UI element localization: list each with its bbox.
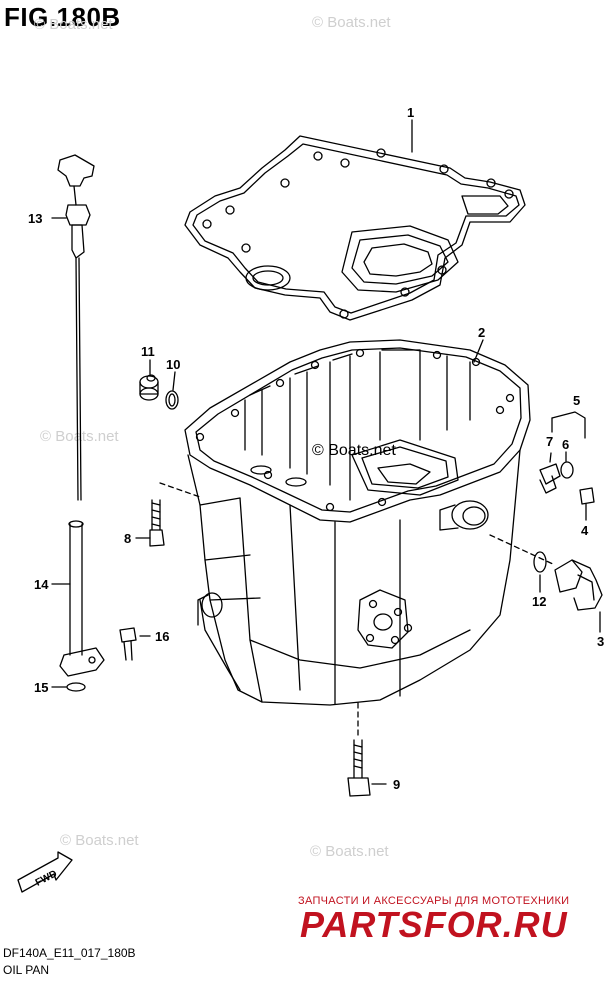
callout-3: 3 (597, 634, 604, 649)
callout-13: 13 (28, 211, 42, 226)
bolt-part-9 (347, 739, 371, 797)
figure-title: FIG.180B (4, 2, 121, 32)
callout-12: 12 (532, 594, 546, 609)
washer-part-10 (165, 390, 179, 410)
fwd-arrow (17, 851, 73, 893)
oil-pan-part-2 (184, 339, 531, 706)
callout-4: 4 (581, 523, 589, 538)
bolt-part-8 (149, 499, 165, 547)
plug-part-7 (539, 463, 561, 494)
figure-name: OIL PAN (3, 963, 50, 977)
callout-10: 10 (166, 357, 180, 372)
callout-15: 15 (34, 680, 48, 695)
washer-part-6 (560, 461, 574, 479)
callout-16: 16 (155, 629, 169, 644)
figure-code: DF140A_E11_017_180B (3, 946, 136, 960)
ad-logo: PARTSFOR.RU (300, 904, 568, 944)
ad-brand-text: PARTSFOR.RU (300, 904, 568, 944)
callout-1: 1 (407, 105, 414, 120)
sensor-part-3 (554, 559, 603, 611)
guide-tube-part-14 (59, 520, 105, 677)
callout-6: 6 (562, 437, 569, 452)
callout-8: 8 (124, 531, 131, 546)
plug-part-11 (139, 374, 159, 401)
o-ring-part-15 (66, 682, 86, 692)
callout-7: 7 (546, 434, 553, 449)
watermark: © Boats.net (40, 428, 119, 445)
callout-5: 5 (573, 393, 580, 408)
gasket-part-1 (184, 135, 526, 321)
bolt-part-16 (119, 627, 137, 661)
watermark: © Boats.net (310, 843, 389, 860)
watermark: © Boats.net (34, 16, 113, 33)
watermark: © Boats.net (60, 832, 139, 849)
dipstick-part-13 (57, 154, 95, 501)
callout-2: 2 (478, 325, 485, 340)
bracket-part-5 (551, 411, 586, 439)
o-ring-part-12 (533, 551, 547, 573)
fwd-label: FWD (34, 868, 59, 888)
watermark: © Boats.net (312, 14, 391, 31)
callout-9: 9 (393, 777, 400, 792)
center-watermark: © Boats.net (312, 442, 396, 459)
ad-tagline: ЗАПЧАСТИ И АКСЕССУАРЫ ДЛЯ МОТОТЕХНИКИ (298, 895, 570, 907)
washer-part-4 (579, 487, 595, 505)
callout-11: 11 (141, 344, 155, 359)
callout-14: 14 (34, 577, 49, 592)
